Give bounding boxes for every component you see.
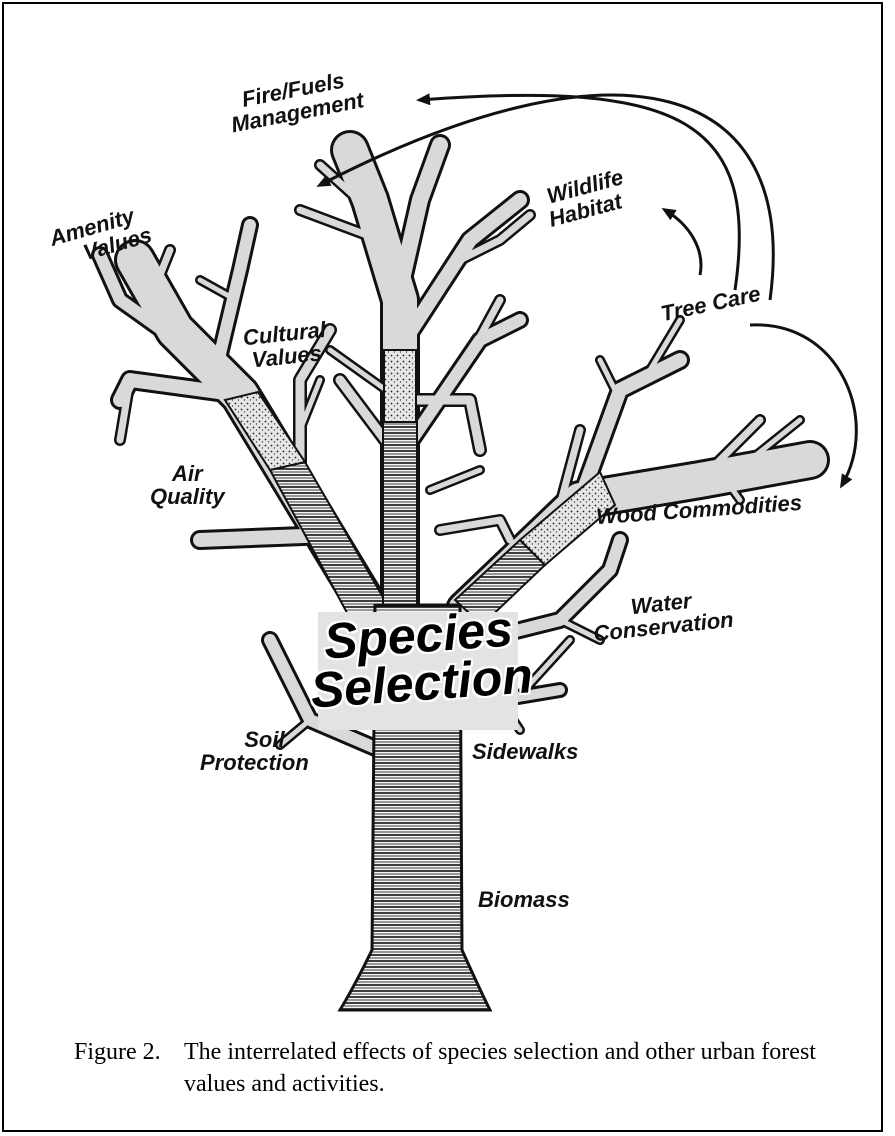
arrow-tree-care-to-wood — [749, 323, 858, 489]
label-sidewalks-text: Sidewalks — [472, 739, 579, 764]
label-soil-protection: Soil Protection — [200, 728, 309, 774]
figure-frame — [2, 2, 883, 1132]
label-air-line2: Quality — [150, 484, 225, 510]
label-soil-line2: Protection — [200, 750, 309, 776]
central-leader-stipple — [383, 349, 417, 423]
label-biomass: Biomass — [478, 888, 570, 911]
label-soil-line1: Soil — [244, 727, 285, 752]
right-limb-stipple — [518, 470, 617, 567]
arrow-tree-care-to-amenity — [316, 93, 775, 301]
arrow-tree-care-to-wildlife — [661, 207, 703, 276]
crotch-panel — [318, 612, 518, 730]
label-cultural-values: Cultural Values — [242, 317, 329, 373]
left-limb-stipple — [223, 390, 307, 472]
label-air-quality: Air Quality — [150, 462, 225, 508]
label-air-line1: Air — [172, 461, 203, 486]
caption-text: The interrelated effects of species sele… — [184, 1039, 816, 1098]
caption-number: Figure 2. — [74, 1039, 161, 1065]
label-biomass-text: Biomass — [478, 887, 570, 912]
central-leader-hatch — [382, 419, 418, 621]
label-sidewalks: Sidewalks — [472, 740, 578, 763]
arrow-tree-care-to-fire-fuels — [416, 93, 741, 291]
species-selection-label: Species Selection — [297, 601, 543, 719]
